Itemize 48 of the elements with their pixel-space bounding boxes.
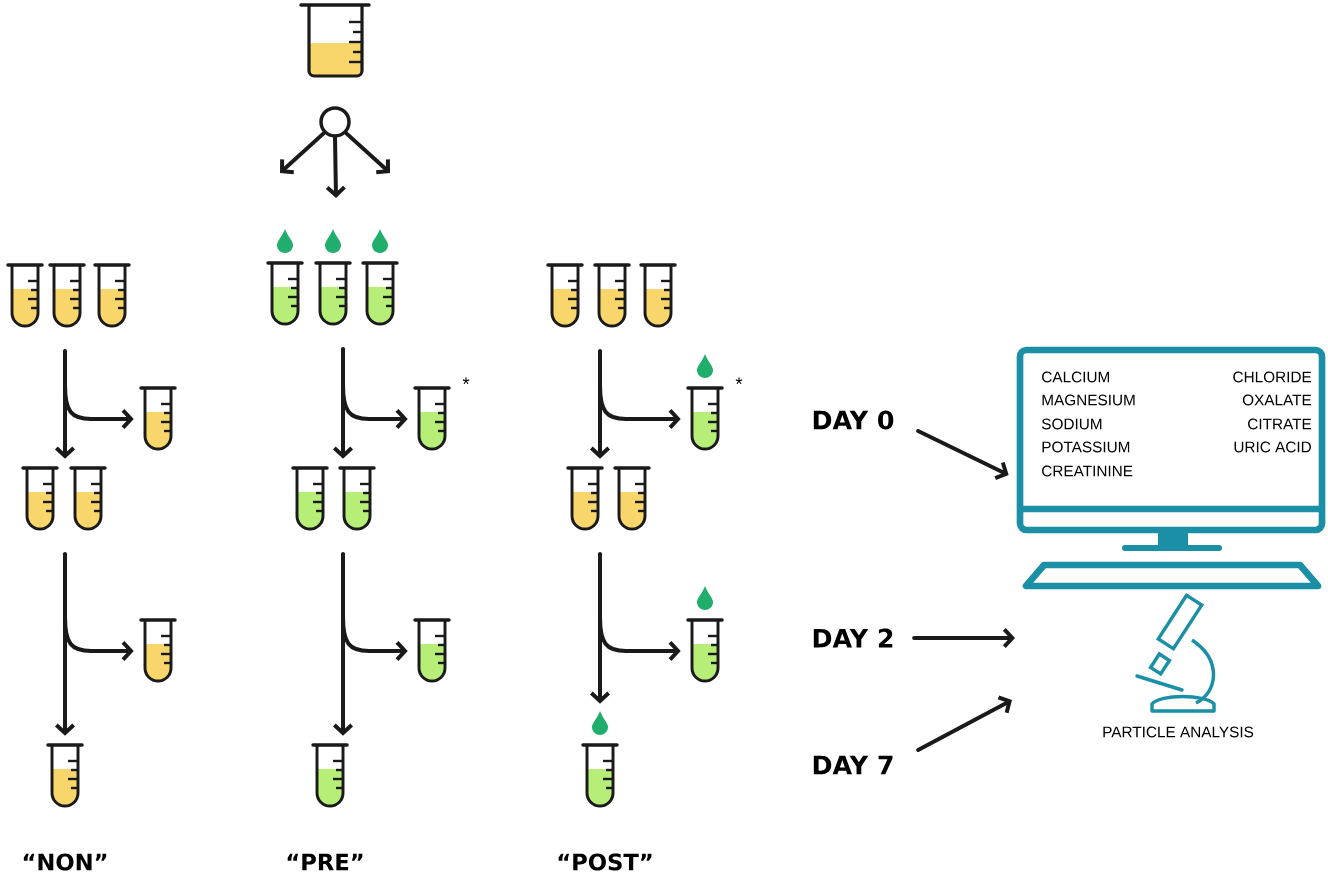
analyte-label: CREATININE [1042,465,1133,477]
arrow [280,131,326,175]
test-tubes-drawing [6,263,131,328]
arrow [912,627,1015,648]
test-tube-drawing [46,743,84,808]
test-tubes-drawing [566,466,651,531]
splitter-circle [319,106,351,138]
computer-drawing [1016,346,1326,590]
day-label: DAY 2 [813,628,893,648]
arrow [341,347,408,430]
test-tube-drawing [581,711,619,808]
arrow [325,135,346,198]
arrow [916,695,1012,752]
asterisk: * [462,377,470,385]
analyte-label: CHLORIDE [1233,371,1312,383]
test-tubes-drawing [291,466,376,531]
arrow [341,552,408,661]
test-tube-drawing [311,743,349,808]
beaker-drawing [299,3,371,78]
analyte-label: URIC ACID [1234,441,1311,453]
arrow [916,429,1009,480]
test-tube-drawing [413,618,451,683]
column-label: “PRE” [287,853,363,871]
analyte-label: POTASSIUM [1042,441,1130,453]
analyte-label: SODIUM [1041,418,1102,430]
test-tubes-drawing [266,229,399,326]
analyte-label: CALCIUM [1042,371,1109,383]
test-tube-drawing [139,386,177,451]
node-label: PARTICLE ANALYSIS [1103,726,1254,738]
arrow [63,552,134,661]
analyte-label: OXALATE [1242,394,1312,406]
day-label: DAY 0 [813,410,894,430]
analyte-label: MAGNESIUM [1042,394,1135,406]
column-label: “POST” [558,853,652,871]
analyte-label: CITRATE [1248,418,1312,430]
test-tube-drawing [686,354,724,451]
arrow [598,349,681,430]
test-tube-drawing [139,618,177,683]
arrow [63,349,134,430]
column-label: “NON” [23,853,107,871]
day-label: DAY 7 [813,755,893,775]
test-tubes-drawing [546,263,677,328]
test-tube-drawing [686,586,724,683]
test-tube-drawing [413,386,451,451]
asterisk: * [735,377,743,385]
arrow [598,552,681,661]
arrow [344,131,390,175]
test-tubes-drawing [21,466,107,531]
